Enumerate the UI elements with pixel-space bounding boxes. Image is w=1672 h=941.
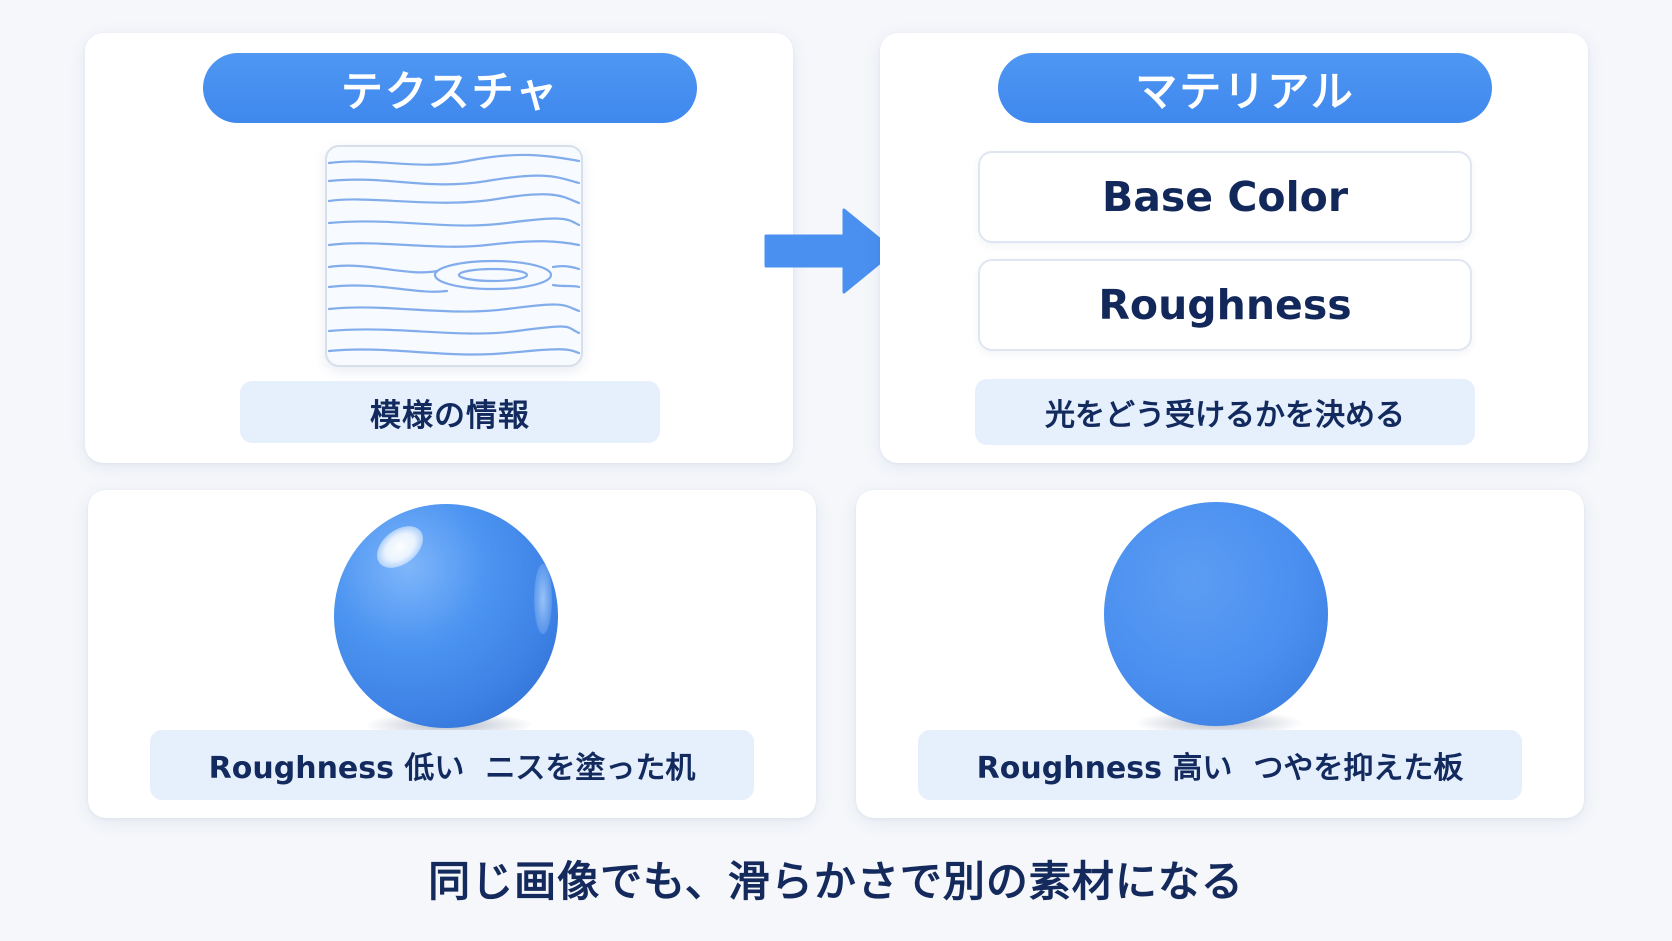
glossy-sphere-illustration — [334, 504, 570, 738]
texture-title: テクスチャ — [203, 53, 697, 123]
wood-grain-texture-image — [325, 145, 583, 367]
texture-panel: テクスチャ 模様の情報 — [85, 33, 793, 463]
material-title: マテリアル — [998, 53, 1492, 123]
wood-grain-icon — [327, 153, 581, 356]
matte-sphere — [1104, 502, 1328, 726]
rim-light — [534, 564, 552, 634]
material-caption: 光をどう受けるかを決める — [975, 379, 1475, 445]
glossy-example-panel: Roughness 低い ニスを塗った机 — [88, 490, 816, 818]
arrow-right-icon — [764, 208, 896, 294]
glossy-caption: Roughness 低い ニスを塗った机 — [150, 730, 754, 800]
texture-caption: 模様の情報 — [240, 381, 660, 443]
matte-caption: Roughness 高い つやを抑えた板 — [918, 730, 1522, 800]
specular-highlight — [369, 517, 431, 577]
matte-sphere-illustration — [1104, 502, 1340, 736]
param-base-color: Base Color — [978, 151, 1472, 243]
matte-example-panel: Roughness 高い つやを抑えた板 — [856, 490, 1584, 818]
param-roughness: Roughness — [978, 259, 1472, 351]
footer-summary: 同じ画像でも、滑らかさで別の素材になる — [428, 857, 1244, 906]
glossy-sphere — [334, 504, 558, 728]
material-panel: マテリアル Base Color Roughness 光をどう受けるかを決める — [880, 33, 1588, 463]
